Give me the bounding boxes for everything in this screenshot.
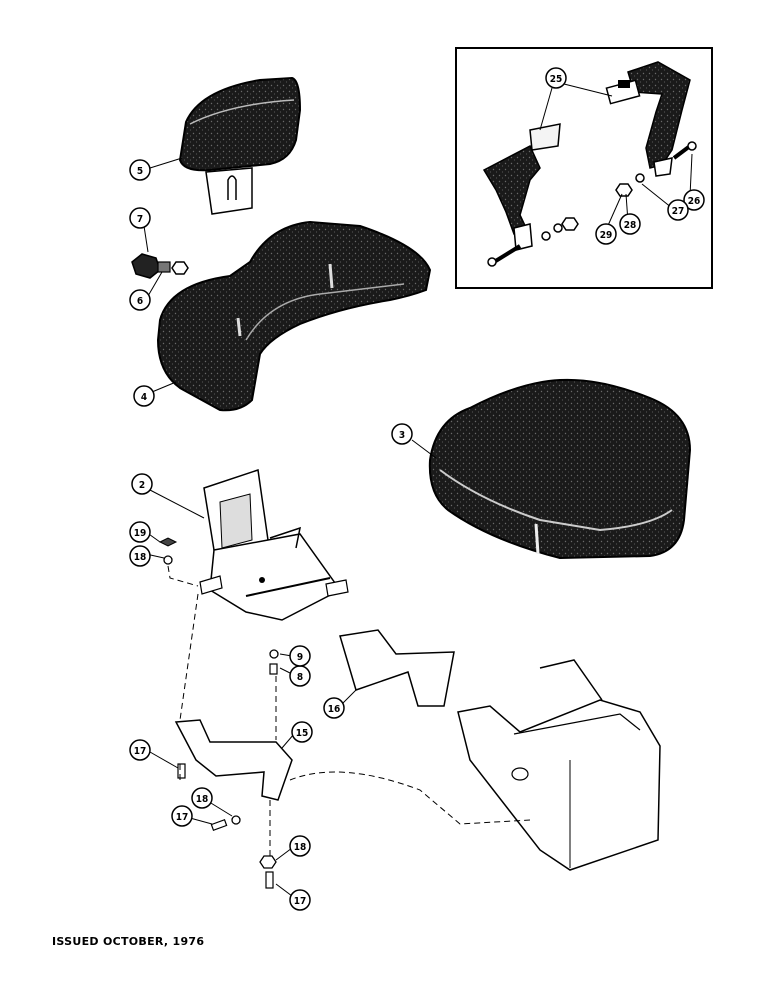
callout-8: 8 <box>289 665 311 687</box>
svg-text:18: 18 <box>196 794 209 805</box>
seat-cushion <box>428 378 692 560</box>
seat-belt-assembly <box>482 61 697 267</box>
callout-16: 16 <box>323 697 345 719</box>
issue-date-footer: ISSUED OCTOBER, 1976 <box>52 935 205 948</box>
callout-25: 25 <box>545 67 567 89</box>
callout-26: 26 <box>683 189 705 211</box>
callout-17-bottom: 17 <box>289 889 311 911</box>
callout-28: 28 <box>619 213 641 235</box>
svg-text:18: 18 <box>294 842 307 853</box>
left-support-bracket <box>174 719 293 801</box>
adjusting-knob <box>131 253 189 279</box>
svg-text:26: 26 <box>688 196 701 207</box>
svg-text:17: 17 <box>134 746 147 757</box>
leader-lines <box>143 83 693 897</box>
svg-text:16: 16 <box>328 704 341 715</box>
svg-text:6: 6 <box>137 296 143 307</box>
callout-18-bottom: 18 <box>289 835 311 857</box>
svg-text:25: 25 <box>550 74 563 85</box>
svg-text:5: 5 <box>137 166 143 177</box>
svg-text:4: 4 <box>141 392 147 403</box>
svg-text:28: 28 <box>624 220 637 231</box>
callout-6: 6 <box>129 289 151 311</box>
callout-3: 3 <box>391 423 413 445</box>
callout-29: 29 <box>595 223 617 245</box>
callout-17-middle: 17 <box>171 805 193 827</box>
svg-text:17: 17 <box>176 812 189 823</box>
callout-18-middle: 18 <box>191 787 213 809</box>
seat-frame-cushion <box>156 220 432 412</box>
svg-text:19: 19 <box>134 528 147 539</box>
svg-text:15: 15 <box>296 728 309 739</box>
svg-text:2: 2 <box>139 480 145 491</box>
callout-7: 7 <box>129 207 151 229</box>
assembly-guide-lines <box>167 565 531 856</box>
svg-text:17: 17 <box>294 896 307 907</box>
callout-2: 2 <box>131 473 153 495</box>
callout-27: 27 <box>667 199 689 221</box>
callout-5: 5 <box>129 159 151 181</box>
fasteners <box>158 537 279 889</box>
svg-text:27: 27 <box>672 206 685 217</box>
svg-text:8: 8 <box>297 672 303 683</box>
callout-4: 4 <box>133 385 155 407</box>
svg-text:29: 29 <box>600 230 613 241</box>
seat-support-bracket <box>199 469 349 621</box>
svg-text:7: 7 <box>137 214 143 225</box>
svg-text:9: 9 <box>297 652 303 663</box>
callout-15: 15 <box>291 721 313 743</box>
seat-belt-inset-frame <box>455 47 713 289</box>
callout-18-top: 18 <box>129 545 151 567</box>
seat-base-box <box>457 659 661 871</box>
right-support-bracket <box>339 629 455 707</box>
callout-9: 9 <box>289 645 311 667</box>
backrest-cushion <box>178 76 302 215</box>
svg-text:18: 18 <box>134 552 147 563</box>
svg-text:3: 3 <box>399 430 405 441</box>
callout-17-top: 17 <box>129 739 151 761</box>
callout-19: 19 <box>129 521 151 543</box>
